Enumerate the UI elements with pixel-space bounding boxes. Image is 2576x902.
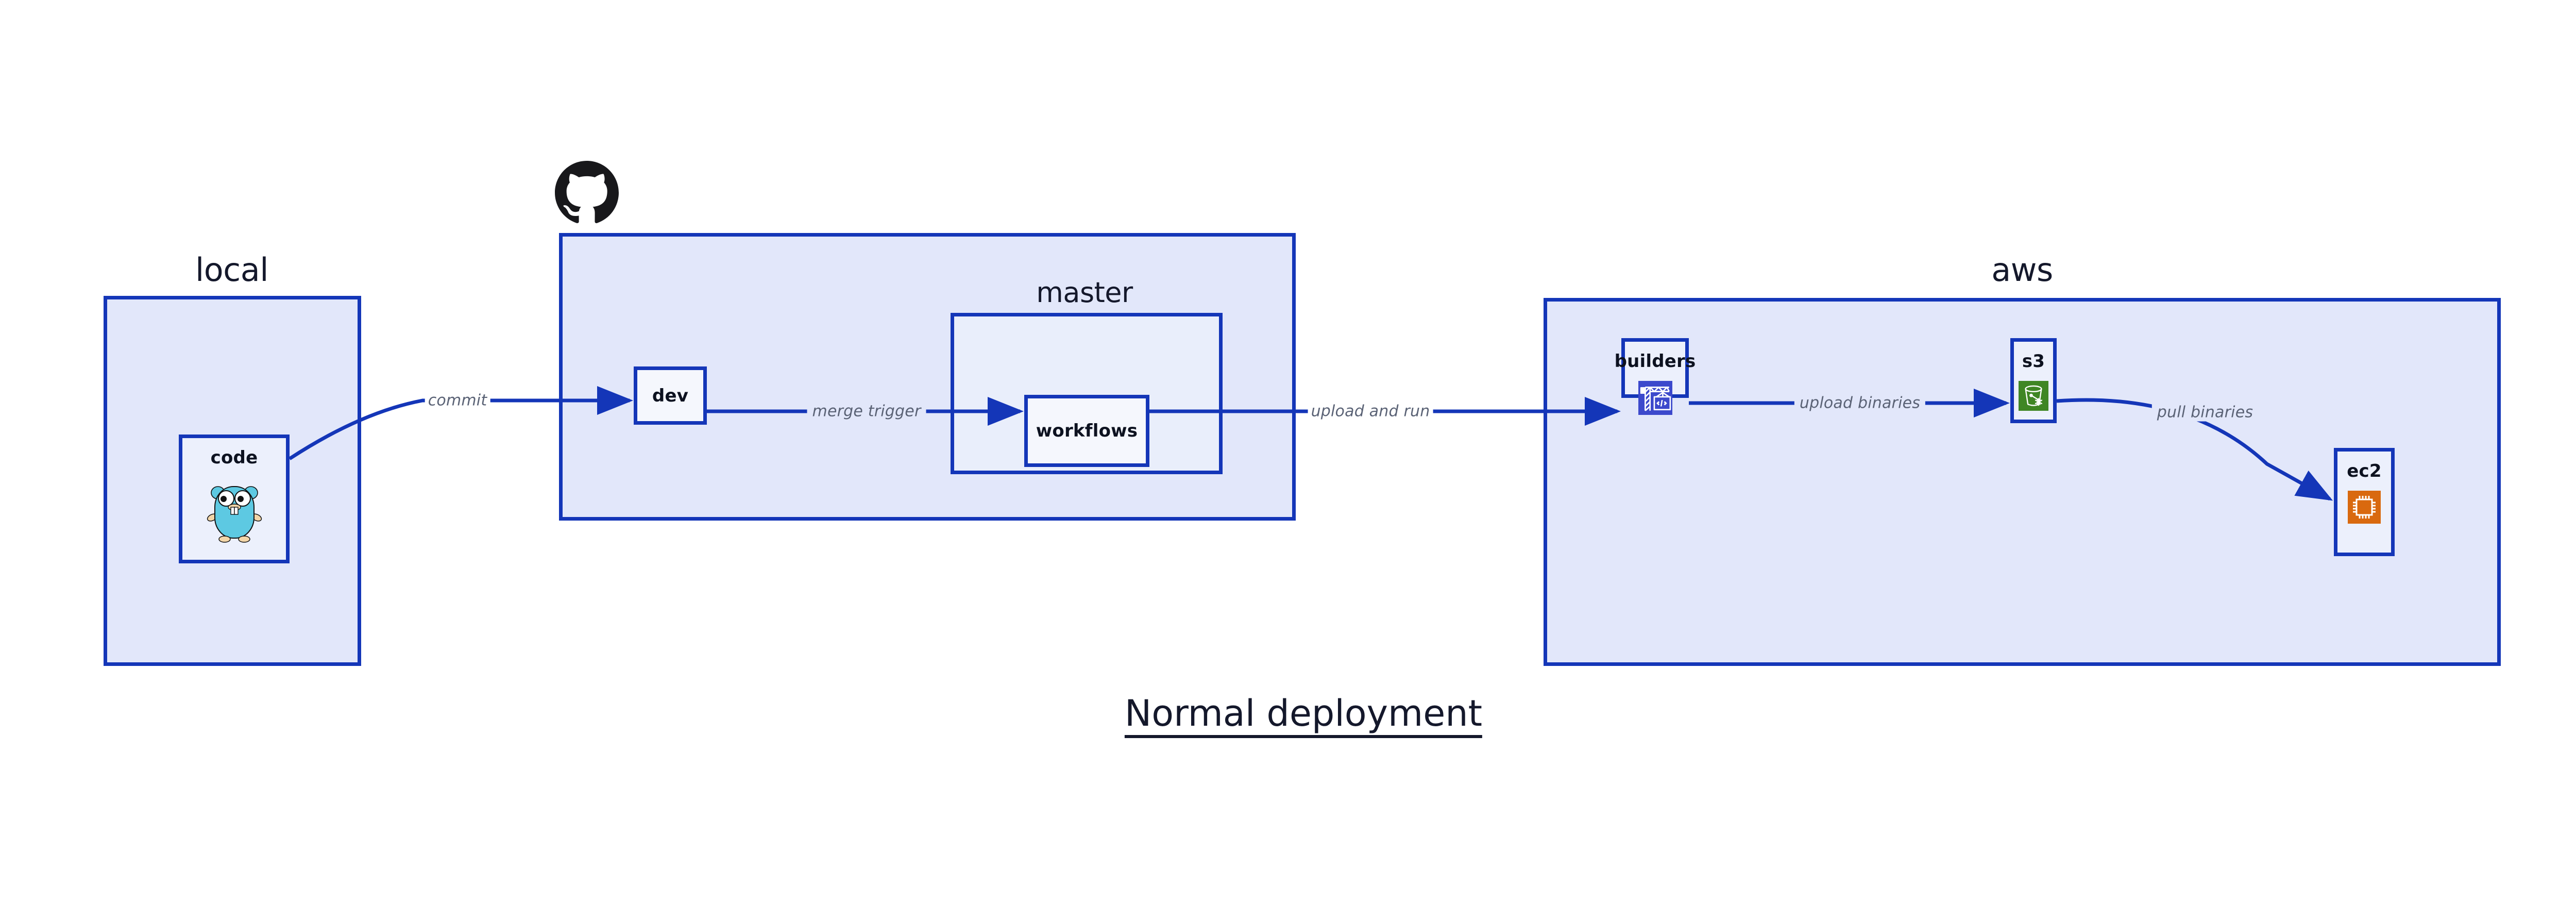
node-ec2[interactable]: ec2 bbox=[2334, 448, 2395, 556]
diagram-title: Normal deployment bbox=[1124, 694, 1483, 738]
edge-label-pull-binaries: pull binaries bbox=[2151, 403, 2259, 422]
s3-bucket-icon bbox=[2019, 381, 2048, 411]
edge-label-commit: commit bbox=[425, 391, 490, 410]
edge-label-merge-trigger: merge trigger bbox=[807, 402, 926, 421]
node-ec2-label: ec2 bbox=[2347, 461, 2382, 481]
node-code-label: code bbox=[210, 447, 258, 468]
go-gopher-icon bbox=[207, 477, 262, 543]
node-s3[interactable]: s3 bbox=[2010, 338, 2057, 423]
node-code[interactable]: code bbox=[179, 435, 290, 563]
node-builders[interactable]: builders bbox=[1615, 338, 1696, 415]
node-dev-label: dev bbox=[652, 385, 689, 406]
node-workflows[interactable]: workflows bbox=[1024, 395, 1149, 467]
subzone-title-master: master bbox=[1036, 276, 1133, 309]
crane-code-icon bbox=[1638, 381, 1672, 415]
github-octocat-icon bbox=[555, 161, 619, 225]
cpu-chip-icon bbox=[2348, 491, 2381, 524]
edge-label-upload-binaries: upload binaries bbox=[1794, 394, 1926, 412]
node-s3-label: s3 bbox=[2022, 351, 2045, 372]
node-builders-label: builders bbox=[1614, 351, 1696, 372]
zone-title-aws: aws bbox=[1991, 251, 2053, 289]
zone-title-local: local bbox=[195, 251, 268, 289]
node-dev[interactable]: dev bbox=[634, 366, 707, 425]
node-workflows-label: workflows bbox=[1036, 421, 1138, 441]
edge-label-upload-and-run: upload and run bbox=[1308, 402, 1433, 421]
